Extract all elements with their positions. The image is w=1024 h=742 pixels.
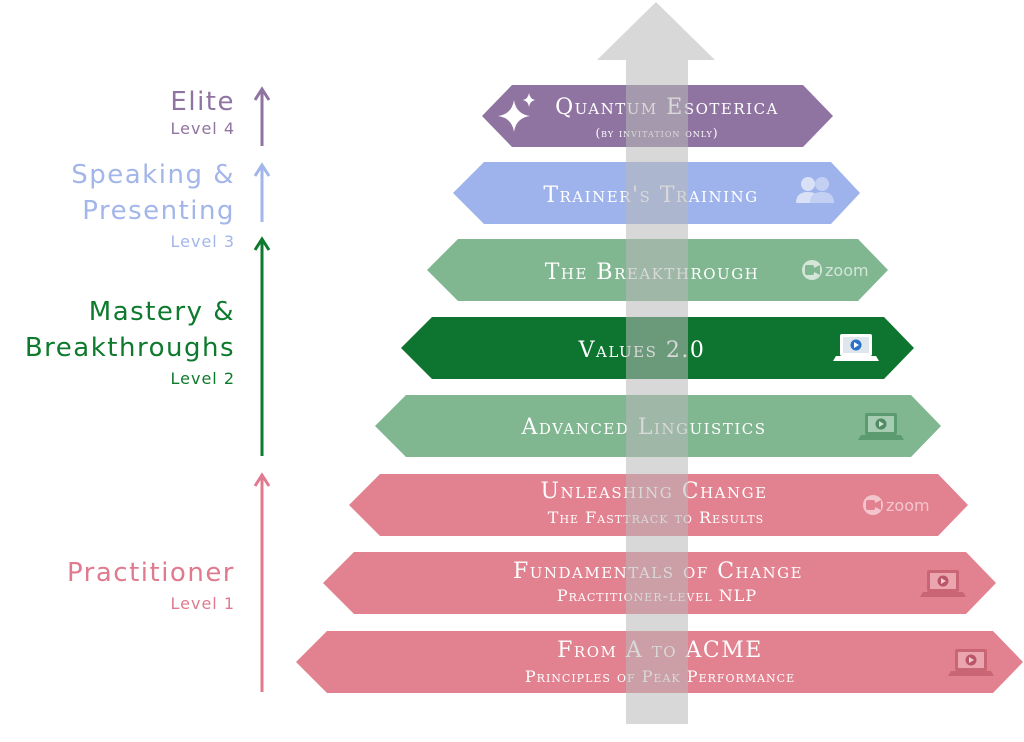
level-3-label: Speaking & Presenting Level 3 — [35, 157, 235, 253]
level-number: Level 2 — [170, 369, 235, 388]
level-4-arrow — [253, 86, 271, 146]
level-number: Level 1 — [170, 594, 235, 613]
level-2-arrow — [253, 236, 271, 456]
people-icon — [796, 177, 834, 203]
level-name: Mastery & Breakthroughs — [24, 297, 235, 363]
level-arrows — [253, 86, 271, 692]
laptop-video-icon — [858, 413, 904, 440]
zoom-label: zoom — [825, 261, 869, 280]
laptop-video-icon — [833, 334, 879, 361]
zoom-icon: zoom — [802, 260, 869, 280]
zoom-label: zoom — [886, 496, 930, 515]
progression-arrow — [597, 2, 715, 724]
sparkle-icon — [498, 93, 535, 132]
level-number: Level 4 — [170, 119, 235, 138]
zoom-icon: zoom — [863, 495, 930, 515]
laptop-video-icon — [920, 570, 966, 597]
level-2-label: Mastery & Breakthroughs Level 2 — [0, 294, 235, 390]
level-1-label: Practitioner Level 1 — [67, 555, 235, 615]
level-name: Elite — [170, 87, 235, 117]
level-1-arrow — [253, 472, 271, 692]
level-name: Practitioner — [66, 558, 235, 588]
laptop-video-icon — [948, 649, 994, 676]
level-number: Level 3 — [170, 232, 235, 251]
level-name: Speaking & Presenting — [71, 160, 235, 226]
level-3-arrow — [253, 162, 271, 222]
level-4-label: Elite Level 4 — [170, 84, 235, 140]
